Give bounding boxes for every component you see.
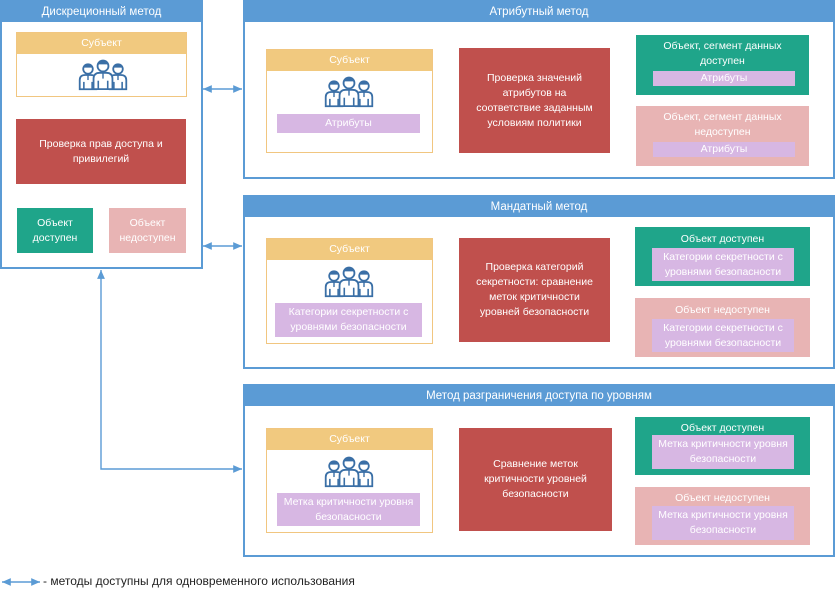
levels-allowed-label: Объект доступен xyxy=(680,421,765,434)
mandatory-denied-categories: Категории секретности с уровнями безопас… xyxy=(652,319,794,352)
legend-text: - методы доступны для одновременного исп… xyxy=(43,574,355,588)
attribute-allowed-attributes: Атрибуты xyxy=(653,71,795,86)
attribute-denied-label: Объект, сегмент данных недоступен xyxy=(663,111,782,138)
attribute-subject-attributes: Атрибуты xyxy=(277,114,420,133)
mandatory-method-title: Мандатный метод xyxy=(245,197,833,217)
levels-denied-tag: Метка критичности уровня безопасности xyxy=(652,506,794,540)
attribute-check-box: Проверка значений атрибутов на соответст… xyxy=(459,48,610,153)
attribute-allowed-label: Объект, сегмент данных доступен xyxy=(663,40,782,67)
mandatory-subject-categories: Категории секретности с уровнями безопас… xyxy=(275,303,422,337)
mandatory-check-box: Проверка категорий секретности: сравнени… xyxy=(459,238,610,342)
attribute-denied-attributes: Атрибуты xyxy=(653,142,795,157)
levels-check-box: Сравнение меток критичности уровней безо… xyxy=(459,428,612,531)
levels-object-allowed: Объект доступен Метка критичности уровня… xyxy=(635,417,810,475)
mandatory-allowed-categories: Категории секретности с уровнями безопас… xyxy=(652,248,794,281)
users-group-icon xyxy=(78,59,128,91)
mandatory-subject-box: Субъект Категории секретности с уровнями… xyxy=(266,238,433,344)
levels-subject-box: Субъект Метка критичности уровня безопас… xyxy=(266,428,433,533)
attribute-subject-label: Субъект xyxy=(267,50,432,71)
attribute-object-allowed: Объект, сегмент данных доступен Атрибуты xyxy=(636,35,809,95)
discretionary-object-allowed: Объект доступен xyxy=(17,208,93,253)
levels-denied-label: Объект недоступен xyxy=(675,491,770,504)
attribute-subject-box: Субъект Атрибуты xyxy=(266,49,433,153)
discretionary-method-title: Дискреционный метод xyxy=(2,2,201,22)
mandatory-object-allowed: Объект доступен Категории секретности с … xyxy=(635,227,810,286)
users-group-icon xyxy=(324,76,374,108)
mandatory-allowed-label: Объект доступен xyxy=(680,232,765,245)
mandatory-object-denied: Объект недоступен Категории секретности … xyxy=(635,298,810,357)
discretionary-subject-box: Субъект xyxy=(16,32,187,97)
attribute-method-title: Атрибутный метод xyxy=(245,2,833,22)
users-group-icon xyxy=(324,456,374,488)
discretionary-check-box: Проверка прав доступа и привилегий xyxy=(16,119,186,184)
levels-allowed-tag: Метка критичности уровня безопасности xyxy=(652,435,794,469)
discretionary-subject-label: Субъект xyxy=(17,33,186,54)
levels-object-denied: Объект недоступен Метка критичности уров… xyxy=(635,487,810,545)
users-group-icon xyxy=(324,266,374,298)
attribute-object-denied: Объект, сегмент данных недоступен Атрибу… xyxy=(636,106,809,166)
levels-subject-label-tag: Метка критичности уровня безопасности xyxy=(277,493,420,526)
mandatory-subject-label: Субъект xyxy=(267,239,432,260)
discretionary-object-denied: Объект недоступен xyxy=(109,208,186,253)
mandatory-denied-label: Объект недоступен xyxy=(675,303,770,316)
levels-subject-label: Субъект xyxy=(267,429,432,450)
levels-method-title: Метод разграничения доступа по уровням xyxy=(245,386,833,406)
